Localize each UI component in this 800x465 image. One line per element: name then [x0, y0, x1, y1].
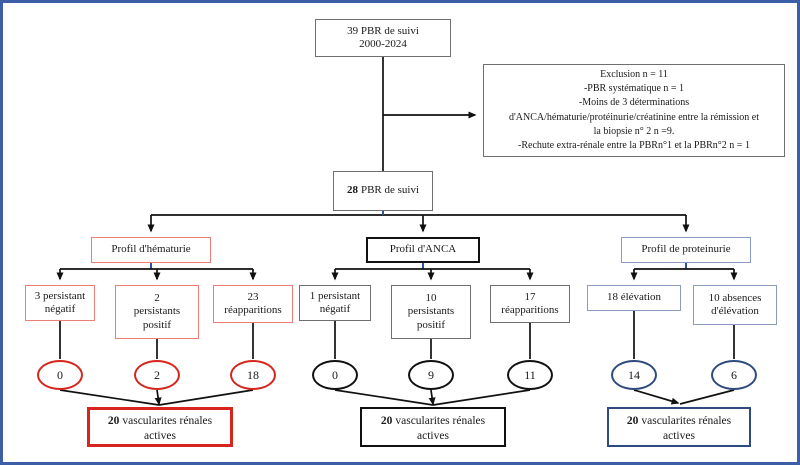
outcome-count-hematurie: 20 [107, 414, 120, 427]
count-ellipse-anca-2: 9 [408, 360, 454, 390]
connector-blue-ticks [150, 211, 687, 269]
leaf-node-hematurie-3: 23 réapparitions [213, 285, 293, 323]
leaf-node-hematurie-1: 3 persistant négatif [25, 285, 95, 321]
followup-count: 28 [346, 184, 358, 197]
connector-branch-anca [331, 268, 534, 406]
root-node: 39 PBR de suivi 2000-2024 [315, 19, 451, 57]
count-ellipse-proteinurie-1: 14 [611, 360, 657, 390]
profile-node-proteinurie: Profil de proteinurie [621, 237, 751, 263]
count-ellipse-hematurie-1: 0 [37, 360, 83, 390]
connector-branch-hematurie [56, 268, 257, 406]
count-ellipse-anca-3: 11 [507, 360, 553, 390]
profile-node-anca: Profil d'ANCA [366, 237, 480, 263]
count-ellipse-proteinurie-2: 6 [711, 360, 757, 390]
connector-root [147, 57, 690, 233]
outcome-label-proteinurie: vascularites rénales actives [641, 414, 732, 442]
connector-branch-proteinurie [630, 268, 738, 405]
connector-lines [56, 57, 738, 406]
exclusion-note: Exclusion n = 11 -PBR systématique n = 1… [483, 64, 785, 157]
profile-node-hematurie: Profil d'hématurie [91, 237, 211, 263]
leaf-node-anca-3: 17 réapparitions [490, 285, 570, 323]
leaf-node-proteinurie-1: 18 élévation [587, 285, 681, 311]
count-ellipse-hematurie-2: 2 [134, 360, 180, 390]
outcome-count-proteinurie: 20 [626, 414, 639, 427]
outcome-count-anca: 20 [380, 414, 393, 427]
count-ellipse-anca-1: 0 [312, 360, 358, 390]
outcome-label-hematurie: vascularites rénales actives [122, 414, 213, 442]
count-ellipse-hematurie-3: 18 [230, 360, 276, 390]
leaf-node-anca-1: 1 persistant négatif [299, 285, 371, 321]
leaf-node-hematurie-2: 2 persistants positif [115, 285, 199, 339]
leaf-node-anca-2: 10 persistants positif [391, 285, 471, 339]
outcome-label-anca: vascularites rénales actives [395, 414, 486, 442]
leaf-node-proteinurie-2: 10 absences d'élévation [693, 285, 777, 325]
followup-label: PBR de suivi [360, 184, 420, 197]
